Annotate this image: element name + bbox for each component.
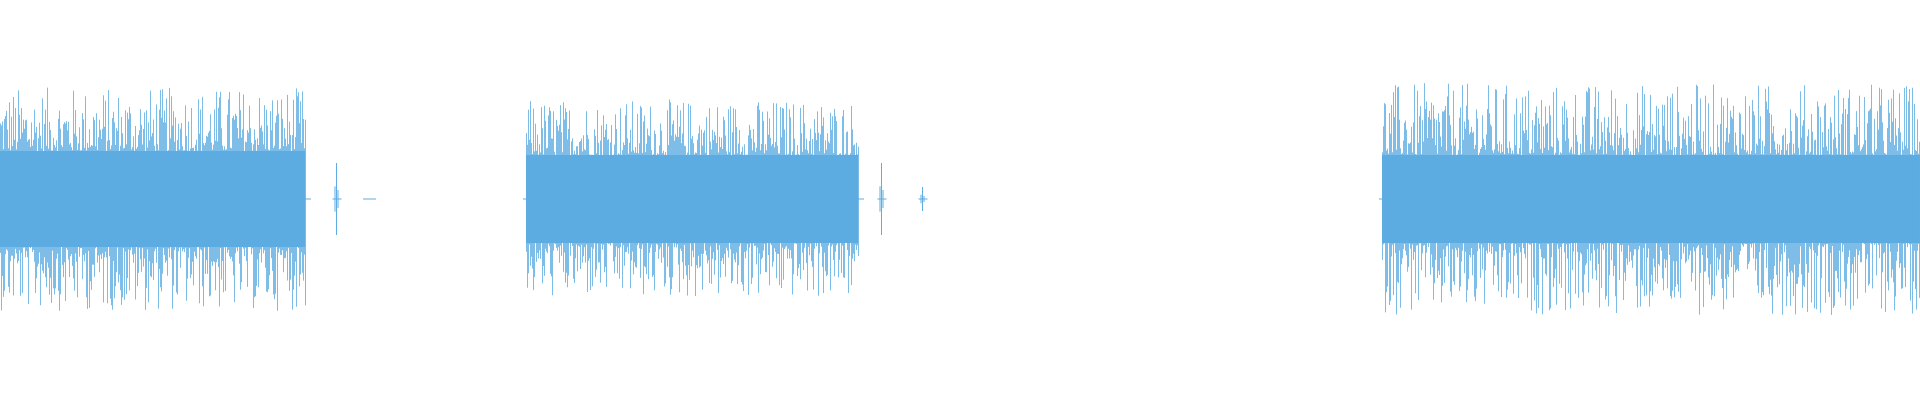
waveform-click-3: [918, 187, 928, 211]
waveform-click-2: [877, 163, 887, 235]
waveform-spikes: [1382, 83, 1920, 315]
waveform-transient: [877, 163, 887, 235]
waveform-transient: [332, 163, 342, 235]
waveform-transient: [918, 187, 928, 211]
waveform-segments: [0, 83, 1920, 315]
waveform-click-1: [332, 163, 342, 235]
waveform-burst-2: [523, 99, 864, 296]
waveform-spikes: [0, 87, 306, 311]
waveform-burst-3: [1379, 83, 1920, 315]
waveform-spikes: [526, 99, 859, 296]
waveform-burst-1: [0, 87, 311, 311]
